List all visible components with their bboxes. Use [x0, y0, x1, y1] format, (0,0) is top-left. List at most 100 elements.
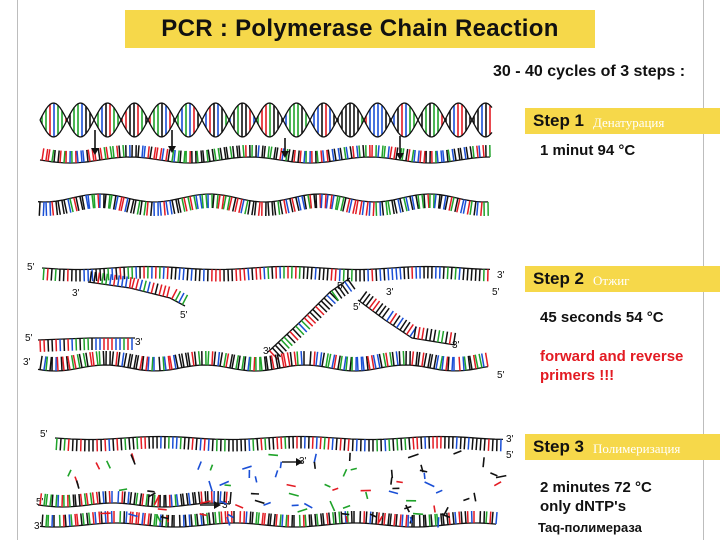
dntp-molecule: [473, 492, 477, 502]
nucleotide-tick: [125, 511, 128, 524]
nucleotide-tick: [495, 512, 498, 525]
nucleotide-tick: [207, 351, 210, 366]
free-nucleotides: [67, 450, 507, 528]
nucleotide-tick: [124, 437, 127, 451]
dntp-molecule: [412, 512, 424, 516]
nucleotide-tick: [470, 268, 473, 281]
nucleotide-tick: [141, 512, 144, 525]
dntp-molecule: [404, 505, 412, 510]
nucleotide-tick: [231, 197, 237, 212]
nucleotide-tick: [158, 356, 161, 371]
nucleotide-tick: [91, 351, 95, 366]
nucleotide-tick: [269, 513, 272, 526]
nucleotide-tick: [83, 493, 87, 506]
strand-end-5-e: 5': [353, 302, 361, 313]
nucleotide-tick: [296, 351, 299, 366]
nucleotide-tick: [419, 150, 422, 163]
nucleotide-tick: [389, 513, 392, 526]
dntp-molecule: [160, 516, 169, 520]
nucleotide-tick: [330, 290, 340, 302]
nucleotide-tick: [336, 196, 341, 211]
nucleotide-tick: [61, 356, 65, 371]
helix-backbone: [39, 102, 493, 138]
nucleotide-tick: [197, 351, 201, 366]
nucleotide-tick: [372, 354, 377, 369]
nucleotide-tick: [112, 146, 115, 159]
nucleotide-tick: [362, 293, 371, 305]
nucleotide-tick: [237, 355, 241, 370]
nucleotide-tick: [253, 356, 256, 372]
nucleotide-tick: [55, 201, 59, 216]
nucleotide-tick: [45, 493, 49, 506]
arrow-head: [91, 148, 99, 155]
nucleotide-tick: [334, 268, 337, 281]
nucleotide-tick: [435, 355, 440, 370]
nucleotide-tick: [391, 351, 395, 366]
dntp-molecule: [75, 480, 80, 489]
nucleotide-tick: [405, 196, 410, 211]
nucleotide-tick: [225, 146, 229, 159]
nucleotide-tick: [387, 146, 390, 159]
nucleotide-tick: [98, 351, 101, 366]
extension-arrow-head: [214, 501, 221, 509]
nucleotide-tick: [159, 201, 162, 216]
nucleotide-tick: [474, 354, 479, 369]
nucleotide-tick: [348, 198, 353, 213]
nucleotide-tick: [291, 149, 295, 162]
strand-end-3-b: 3': [72, 288, 80, 299]
nucleotide-tick: [229, 491, 232, 505]
nucleotide-tick: [436, 330, 441, 343]
nucleotide-tick: [88, 512, 91, 525]
dntp-molecule: [219, 480, 230, 487]
nucleotide-tick: [82, 150, 85, 163]
nucleotide-tick: [149, 146, 153, 159]
nucleotide-tick: [238, 145, 241, 158]
nucleotide-tick: [212, 512, 215, 525]
nucleotide-tick: [332, 512, 335, 525]
nucleotide-tick: [423, 194, 426, 209]
nucleotide-tick: [289, 352, 293, 367]
nucleotide-tick: [474, 268, 477, 281]
nucleotide-tick: [147, 356, 150, 371]
nucleotide-tick: [105, 273, 109, 285]
nucleotide-tick: [298, 322, 308, 333]
nucleotide-tick: [324, 194, 327, 209]
nucleotide-tick: [365, 295, 374, 307]
strand-end-3-a: 3': [497, 270, 505, 281]
nucleotide-tick: [391, 267, 394, 281]
nucleotide-tick: [135, 355, 140, 370]
helix-backbone: [39, 102, 493, 138]
nucleotide-tick: [72, 354, 77, 369]
nucleotide-tick: [167, 355, 171, 370]
nucleotide-tick: [229, 146, 233, 159]
nucleotide-tick: [181, 493, 185, 506]
nucleotide-tick: [417, 194, 421, 209]
nucleotide-tick: [365, 201, 369, 216]
nucleotide-tick: [432, 329, 437, 342]
nucleotide-tick: [339, 147, 343, 160]
nucleotide-tick: [98, 511, 101, 524]
nucleotide-tick: [187, 492, 191, 505]
nucleotide-tick: [91, 194, 95, 209]
nucleotide-tick: [169, 200, 173, 215]
nucleotide-tick: [85, 493, 89, 506]
nucleotide-tick: [283, 336, 293, 347]
strand-end-5-a: 5': [27, 262, 35, 273]
nucleotide-tick: [45, 148, 49, 162]
nucleotide-tick: [340, 283, 350, 295]
nucleotide-tick: [323, 297, 334, 307]
nucleotide-tick: [207, 149, 211, 162]
nucleotide-tick: [116, 145, 119, 158]
nucleotide-tick: [129, 354, 134, 369]
nucleotide-tick: [347, 278, 356, 290]
nucleotide-tick: [273, 147, 277, 160]
nucleotide-tick: [376, 354, 381, 369]
nucleotide-tick: [225, 353, 230, 368]
nucleotide-tick: [111, 267, 114, 281]
nucleotide-tick: [452, 512, 455, 525]
nucleotide-tick: [339, 438, 342, 451]
dntp-molecule: [463, 497, 470, 502]
nucleotide-tick: [120, 438, 123, 451]
nucleotide-tick: [299, 150, 302, 163]
step-2-name: Отжиг: [593, 273, 630, 288]
